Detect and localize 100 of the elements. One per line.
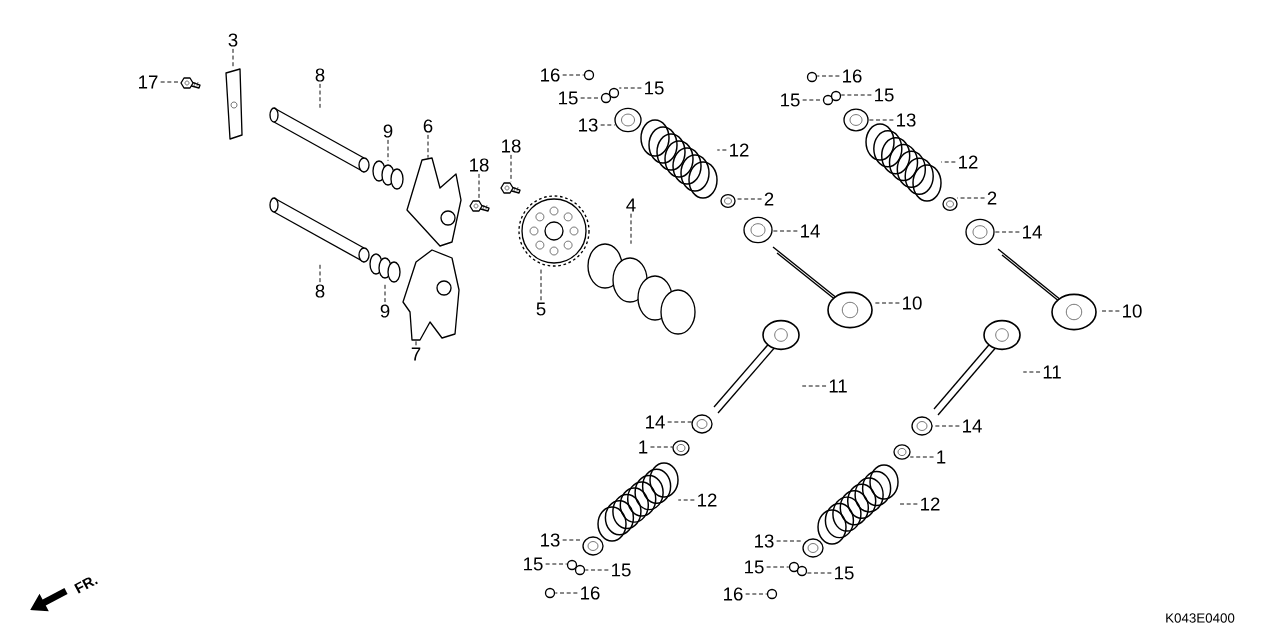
lock-plate <box>225 68 243 140</box>
callout-number: 7 <box>411 347 421 361</box>
valve-washer <box>965 218 995 246</box>
valve-washer <box>911 416 933 436</box>
callout-number: 1 <box>639 440 648 454</box>
leader-line <box>816 75 840 77</box>
valve <box>772 246 873 329</box>
leader-line <box>1098 310 1120 312</box>
valve <box>713 319 800 414</box>
leader-line <box>909 456 935 458</box>
callout-number: 14 <box>801 224 820 238</box>
small-spring <box>369 253 401 283</box>
callout-number: 14 <box>963 419 982 433</box>
callout-number: 15 <box>612 563 631 577</box>
valve-spring <box>640 119 718 199</box>
valve-washer <box>691 414 713 434</box>
leader-line <box>667 421 693 423</box>
leader-line <box>554 592 578 594</box>
callout-number: 1 <box>937 450 946 464</box>
callout-number: 11 <box>1043 365 1061 379</box>
callout-number: 13 <box>579 118 598 132</box>
leader-line <box>319 83 321 109</box>
leader-line <box>650 446 674 448</box>
callout-number: 15 <box>875 88 894 102</box>
sprocket <box>518 195 590 267</box>
leader-line <box>840 94 872 96</box>
leader-line <box>867 119 894 121</box>
bolt <box>500 182 521 194</box>
leader-line <box>771 230 798 232</box>
callout-number: 9 <box>383 124 393 138</box>
leader-line <box>802 99 824 101</box>
callout-number: 8 <box>315 68 325 82</box>
valve-washer <box>582 536 604 556</box>
valve-cap <box>544 587 556 599</box>
leader-line <box>897 503 918 505</box>
leader-line <box>384 281 386 303</box>
leader-line <box>766 566 790 568</box>
leader-line <box>562 539 584 541</box>
valve-washer <box>672 440 690 456</box>
valve-cotter <box>830 90 842 102</box>
leader-line <box>931 425 960 427</box>
valve-washer <box>893 444 911 460</box>
valve-cap <box>583 69 595 81</box>
callout-number: 15 <box>645 81 664 95</box>
callout-number: 13 <box>897 113 916 127</box>
valve-cotter <box>566 559 578 571</box>
direction-label: FR. <box>74 577 98 594</box>
callout-number: 15 <box>524 557 543 571</box>
callout-number: 15 <box>559 91 578 105</box>
leader-line <box>540 266 542 301</box>
callout-number: 2 <box>987 191 997 205</box>
leader-line <box>600 124 616 126</box>
callout-number: 12 <box>921 497 940 511</box>
rocker-shaft <box>269 107 370 173</box>
leader-line <box>806 572 832 574</box>
valve-cap <box>806 71 818 83</box>
camshaft <box>587 243 696 335</box>
leader-line <box>562 74 585 76</box>
callout-number: 10 <box>903 296 922 310</box>
valve-washer <box>720 194 736 208</box>
callout-number: 3 <box>228 33 238 47</box>
callout-number: 16 <box>541 68 560 82</box>
valve-washer <box>614 107 642 133</box>
valve-washer <box>802 538 824 558</box>
leader-line <box>734 198 762 200</box>
callout-number: 11 <box>829 379 847 393</box>
valve <box>997 248 1097 331</box>
callout-number: 8 <box>315 284 325 298</box>
callout-number: 16 <box>724 587 743 601</box>
small-spring <box>372 160 404 190</box>
callout-number: 17 <box>139 75 158 89</box>
rocker-arm <box>406 157 462 247</box>
callout-number: 5 <box>536 302 546 316</box>
leader-line <box>415 339 417 346</box>
valve-cotter <box>574 564 586 576</box>
leader-line <box>580 97 602 99</box>
leader-line <box>427 134 429 159</box>
callout-number: 9 <box>380 304 390 318</box>
valve-washer <box>843 108 869 132</box>
valve-cotter <box>608 87 620 99</box>
leader-line <box>801 385 827 387</box>
leader-line <box>618 87 642 89</box>
valve-cap <box>766 588 778 600</box>
callout-number: 6 <box>423 119 433 133</box>
callout-number: 4 <box>626 198 636 212</box>
callout-number: 14 <box>1023 225 1042 239</box>
leader-line <box>319 261 321 283</box>
rocker-shaft <box>269 197 370 263</box>
valve-cotter <box>788 561 800 573</box>
callout-number: 10 <box>1123 304 1142 318</box>
leader-line <box>956 197 985 199</box>
valve <box>933 319 1021 416</box>
callout-number: 12 <box>698 493 717 507</box>
callout-number: 18 <box>502 139 521 153</box>
leader-line <box>232 48 234 70</box>
leader-line <box>630 213 632 245</box>
callout-number: 18 <box>470 158 489 172</box>
callout-number: 16 <box>581 586 600 600</box>
callout-number: 16 <box>843 69 862 83</box>
valve-spring <box>597 462 679 542</box>
